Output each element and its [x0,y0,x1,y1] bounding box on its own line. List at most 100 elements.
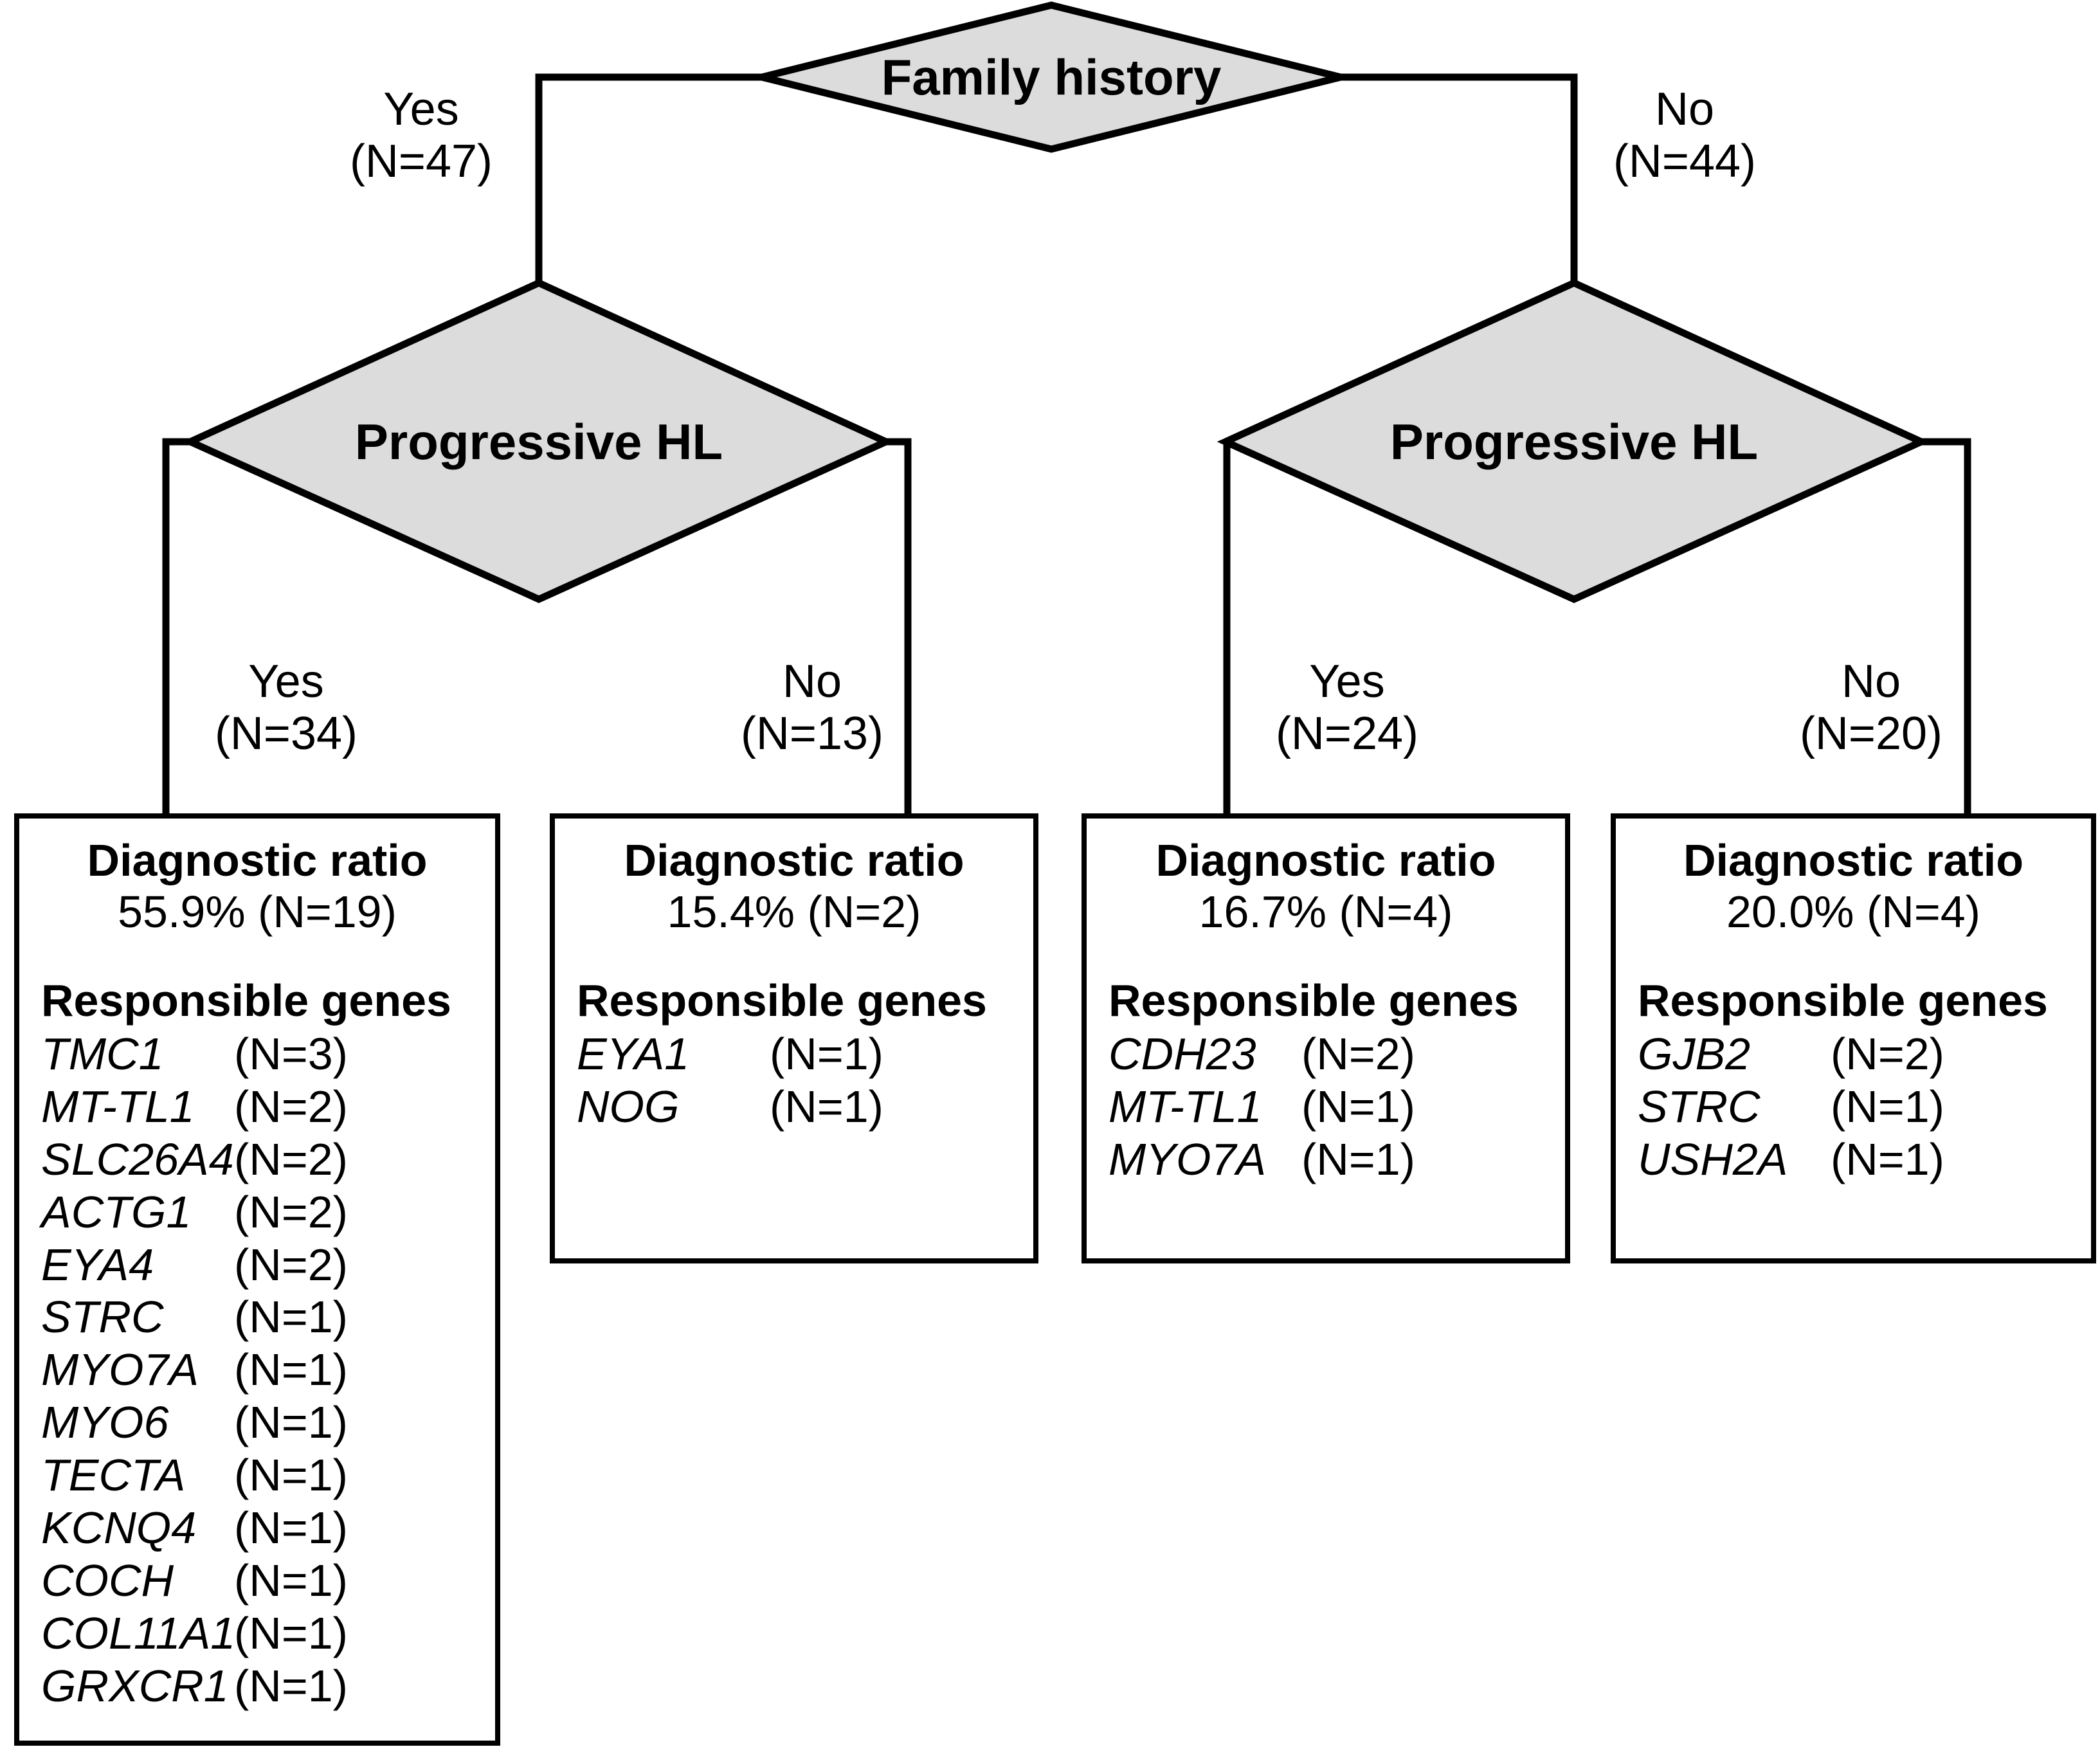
gene-name: SLC26A4 [41,1134,234,1184]
gene-count: (N=2) [1301,1028,1415,1079]
gene-row: KCNQ4 (N=1) [41,1502,495,1555]
gene-row: NOG (N=1) [577,1081,1033,1134]
branch-count: (N=47) [349,135,493,187]
branch-label-left-hl-no: No (N=13) [719,656,905,759]
gene-row: GJB2 (N=2) [1638,1028,2091,1081]
gene-row: STRC(N=1) [41,1291,495,1344]
gene-count: (N=1) [770,1028,883,1079]
gene-list-3: CDH23 (N=2) MT-TL1 (N=1) MYO7A (N=1) [1087,1028,1565,1186]
gene-count: (N=1) [770,1081,883,1132]
gene-name: CDH23 [1109,1028,1256,1079]
progressive-hl-right-diamond-shape [1217,278,1930,604]
gene-name: COCH [41,1555,174,1606]
gene-list-4: GJB2(N=2)STRC(N=1)USH2A(N=1) [1616,1028,2091,1186]
edge-right-hl-to-leaf-3 [1223,438,1231,813]
leaf-genes-heading: Responsible genes [1109,975,1519,1026]
gene-row: SLC26A4(N=2) [41,1134,495,1186]
leaf-ratio: 55.9% (N=19) [118,887,397,937]
branch-answer: Yes [248,656,324,707]
gene-row: MT-TL1 (N=2) [41,1081,495,1134]
leaf-box-1: Diagnostic ratio 55.9% (N=19) Responsibl… [14,813,500,1746]
gene-count: (N=2) [234,1186,348,1237]
edge-root-to-left-hl [535,73,762,283]
gene-name: ACTG1 [41,1186,192,1237]
gene-name: EYA4 [41,1239,154,1290]
gene-name: TECTA [41,1450,186,1501]
leaf-box-2: Diagnostic ratio 15.4% (N=2) Responsible… [550,813,1038,1263]
gene-count: (N=1) [234,1555,348,1606]
gene-row: MYO7A (N=1) [41,1344,495,1397]
gene-name: MYO7A [1109,1134,1267,1184]
leaf-title: Diagnostic ratio [1683,835,2023,885]
branch-count: (N=13) [740,707,884,759]
gene-row: MT-TL1 (N=1) [1109,1081,1565,1134]
gene-name: KCNQ4 [41,1503,197,1553]
gene-count: (N=2) [234,1081,348,1132]
branch-count: (N=24) [1275,707,1419,759]
gene-list-2: EYA1 (N=1) NOG (N=1) [555,1028,1033,1134]
gene-name: STRC [1638,1081,1761,1132]
branch-label-left-hl-yes: Yes (N=34) [193,656,379,759]
gene-count: (N=1) [234,1292,348,1343]
gene-count: (N=1) [1301,1134,1415,1184]
gene-name: NOG [577,1081,680,1132]
gene-row: USH2A(N=1) [1638,1134,2091,1186]
gene-count: (N=1) [234,1607,348,1658]
edge-left-hl-to-leaf-1 [162,438,190,813]
family-history-diamond-shape [761,1,1342,153]
branch-count: (N=20) [1799,707,1943,759]
gene-row: TMC1 (N=3) [41,1028,495,1081]
leaf-title: Diagnostic ratio [1155,835,1496,885]
gene-row: TECTA (N=1) [41,1449,495,1502]
gene-name: COL11A1 [41,1607,236,1658]
gene-count: (N=2) [234,1239,348,1290]
edge-root-to-right-hl [1341,73,1578,283]
gene-name: GJB2 [1638,1028,1751,1079]
gene-name: MYO7A [41,1344,199,1395]
leaf-ratio: 16.7% (N=4) [1199,887,1453,937]
branch-label-root-no: No (N=44) [1591,84,1778,187]
branch-label-right-hl-yes: Yes (N=24) [1254,656,1440,759]
branch-count: (N=44) [1613,135,1757,187]
leaf-box-3: Diagnostic ratio 16.7% (N=4) Responsible… [1082,813,1570,1263]
gene-count: (N=1) [234,1397,348,1448]
gene-row: STRC(N=1) [1638,1081,2091,1134]
gene-row: GRXCR1(N=1) [41,1660,495,1713]
leaf-title: Diagnostic ratio [87,835,428,885]
gene-count: (N=1) [234,1344,348,1395]
gene-name: MT-TL1 [41,1081,195,1132]
gene-name: MYO6 [41,1397,169,1448]
branch-count: (N=34) [214,707,358,759]
gene-name: EYA1 [577,1028,690,1079]
gene-row: MYO6 (N=1) [41,1397,495,1449]
gene-row: MYO7A (N=1) [1109,1134,1565,1186]
branch-answer: No [1654,84,1715,135]
gene-count: (N=2) [234,1134,348,1184]
gene-row: COL11A1(N=1) [41,1607,495,1660]
gene-count: (N=3) [234,1028,348,1079]
gene-name: GRXCR1 [41,1660,229,1711]
gene-name: MT-TL1 [1109,1081,1262,1132]
branch-label-right-hl-no: No (N=20) [1778,656,1964,759]
gene-count: (N=1) [234,1503,348,1553]
gene-count: (N=1) [234,1660,348,1711]
branch-answer: Yes [1309,656,1385,707]
gene-row: EYA4 (N=2) [41,1239,495,1292]
progressive-hl-left-diamond-shape [181,278,895,604]
gene-row: CDH23 (N=2) [1109,1028,1565,1081]
gene-count: (N=1) [1301,1081,1415,1132]
gene-name: TMC1 [41,1028,164,1079]
gene-row: ACTG1 (N=2) [41,1186,495,1239]
branch-answer: No [782,656,842,707]
branch-answer: No [1841,656,1901,707]
leaf-genes-heading: Responsible genes [577,975,987,1026]
leaf-title: Diagnostic ratio [624,835,964,885]
gene-count: (N=1) [1831,1134,1944,1184]
branch-answer: Yes [383,84,459,135]
gene-row: COCH (N=1) [41,1555,495,1607]
gene-count: (N=1) [234,1450,348,1501]
leaf-box-4: Diagnostic ratio 20.0% (N=4) Responsible… [1611,813,2096,1263]
progressive-hl-left-label: Progressive HL [354,413,723,470]
gene-count: (N=2) [1831,1028,1944,1079]
